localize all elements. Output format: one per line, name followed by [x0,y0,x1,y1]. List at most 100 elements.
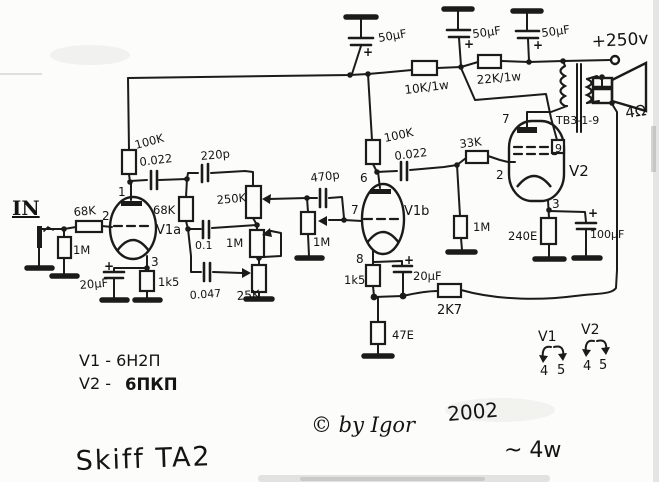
resistor-1m-gridleak [452,214,469,240]
resistor-2k7-feedback [436,282,463,299]
heater-pinout-note [539,339,610,363]
resistor-68k-tone [177,195,195,223]
treble-pot-label: 250K [216,190,247,207]
secondary-winding [584,77,593,105]
heater-v1-label: V1 [538,329,556,345]
bass-pot-label: 25K [236,287,261,303]
v2-cathode [516,174,552,188]
plus-mark: + [533,38,543,52]
wires [38,59,618,355]
heater-pin-5: 5 [599,358,607,373]
speaker-cone [610,61,648,113]
heater-v2-label: V2 [581,322,599,338]
v1a-plate-r-label: 100K [133,131,166,152]
output-transformer [559,63,593,133]
tube-v1a [108,195,158,261]
v2-name: V2 [569,162,589,180]
v1a-pin3: 3 [151,255,159,269]
resistor-33k [464,149,490,165]
pot-wiper-arrows [242,194,327,278]
filter-cap1-label: 50µF [377,26,408,45]
feedback-r-label: 2K7 [437,303,462,318]
v2-pin9-notch [550,138,566,155]
coupling-cap-b-label: 0.022 [394,145,428,163]
grid-stopper-label: 33K [459,134,483,151]
b-plus-label: +250v [591,29,649,52]
resistor-1k5-v1a [138,269,156,293]
plus-mark: + [363,45,373,59]
v2-cathode-c-label: 100µF [590,228,624,241]
schematic-title: Skiff TA2 [75,441,212,477]
tube-list-v2-prefix: V2 - [79,374,111,393]
filter-cap3-label: 50µF [540,22,570,40]
resistor-1m-input [56,235,73,260]
tube-v2 [507,119,566,203]
plus-mark: + [464,37,474,51]
filter-cap2-label: 50µF [471,23,501,41]
v2-pin9: 9 [555,142,562,155]
ground-symbols [24,6,613,359]
treble-cap-label: 220p [200,146,230,162]
v2-pin3: 3 [552,197,560,211]
plus-mark: + [404,253,414,267]
input-grid-r-label: 1M [73,243,90,257]
tube-list-v2-name: 6ПКП [125,375,178,394]
v1b-name: V1b [404,204,429,219]
tail-r-label: 47E [392,328,414,342]
volume-pot-label: 1M [313,235,330,249]
resistor-47e [369,320,387,346]
v1b-pin8: 8 [356,252,364,266]
heater-pin-5: 5 [557,363,565,378]
pot-1m-bass [248,228,266,259]
v1b-cathode-c-label: 20µF [413,269,442,283]
tone-input-cap-label: 0.022 [139,151,173,169]
dropper2-label: 22K/1w [476,69,522,87]
v2-pin2: 2 [496,168,504,182]
transformer-label: TB3-1-9 [555,114,599,127]
v2-pin7: 7 [502,112,510,126]
b-plus-terminal [609,54,621,66]
v1b-plate-r-label: 100K [383,125,415,145]
bass-cap-label: 0.047 [189,287,221,302]
bright-cap-label: 470p [310,168,341,185]
v2-anode-plate [517,127,537,133]
resistor-1k5-v1b [364,263,382,288]
mid-cap-label: 0.1 [195,239,213,252]
v1b-pin6: 6 [360,171,368,185]
mid-pot-label: 1M [226,236,243,250]
input-jack [37,226,42,248]
grid-leak-label: 1M [473,220,490,234]
filter-cap-leads [351,9,530,75]
v2-cathode-r-label: 240E [508,229,537,243]
v1a-cathode [116,238,150,252]
v1a-cathode-c-label: 20µF [79,276,109,292]
resistor-100k-v1b [364,138,382,166]
tone-mid-r-label: 68K [153,203,176,217]
pot-1m-volume [299,210,317,236]
speaker [591,61,648,113]
v1a-pin1: 1 [118,185,126,199]
v1a-name: V1a [156,223,181,238]
resistor-22k-dropper [476,53,503,70]
v1a-cathode-r-label: 1k5 [158,275,179,289]
copyright-year: 2002 [446,398,499,426]
v1b-pin7: 7 [351,203,359,217]
resistor-100k-v1a [120,148,138,176]
input-label: IN [12,196,40,220]
heater-pin-4: 4 [540,364,548,379]
v1b-cathode-r-label: 1k5 [344,273,365,287]
speaker-impedance-label: 4Ω [624,101,647,122]
input-series-r-label: 68K [73,203,97,219]
v1a-anode-plate [121,201,142,206]
v1b-cathode [366,230,400,244]
primary-winding [559,64,568,108]
resistor-240e-v2 [539,216,558,246]
copyright-text: © by Igor [311,413,417,437]
v1a-pin2: 2 [102,209,110,223]
labels: +250v 50µF 50µF 50µF 10K/1w 22K/1w + + +… [12,22,649,477]
resistors [56,53,558,346]
output-power-note: ~ 4w [504,438,561,463]
